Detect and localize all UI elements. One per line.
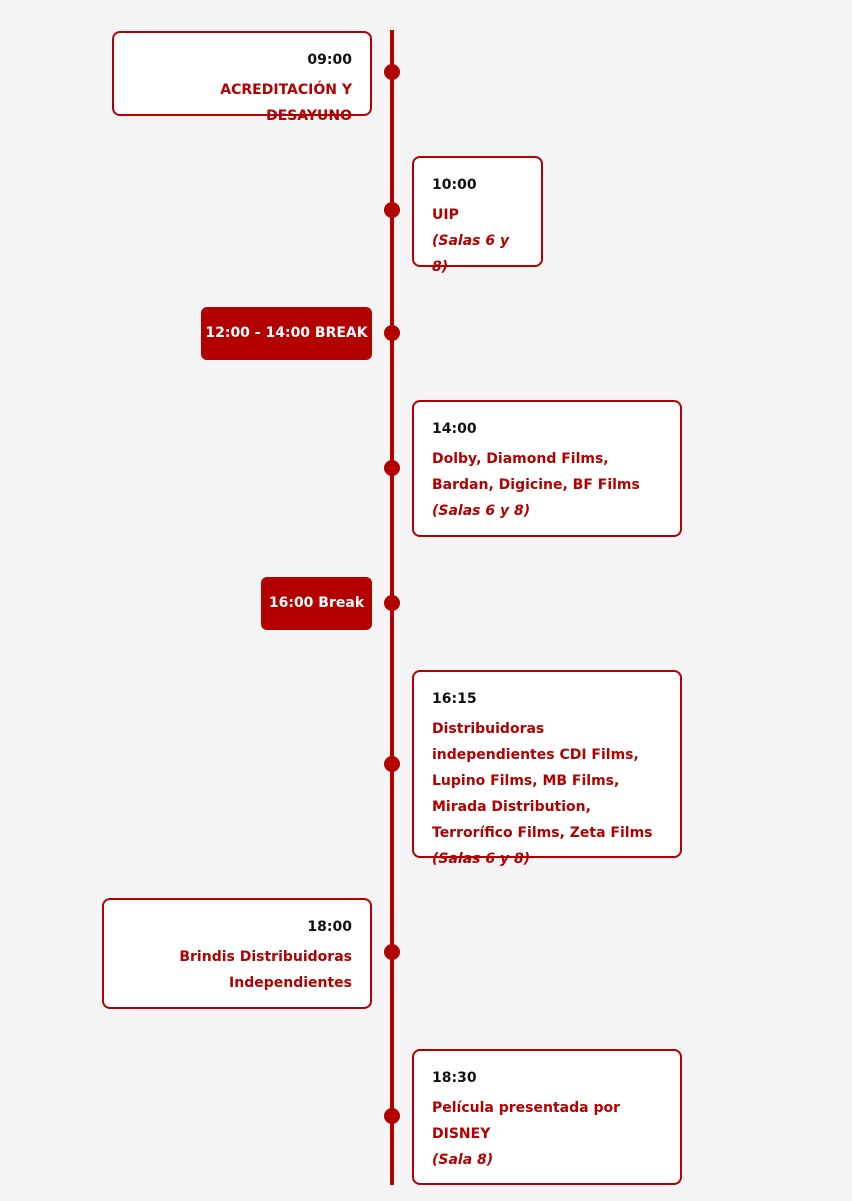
- event-time: 18:30: [432, 1070, 477, 1086]
- event-title: Dolby, Diamond Films, Bardan, Digicine, …: [432, 451, 640, 493]
- break-badge-1200: 12:00 - 14:00 BREAK: [201, 307, 372, 360]
- timeline-dot: [384, 325, 400, 341]
- event-time: 09:00: [307, 52, 352, 68]
- timeline-dot: [384, 756, 400, 772]
- timeline-dot: [384, 64, 400, 80]
- event-title: Distribuidoras independientes CDI Films,…: [432, 721, 653, 841]
- timeline-dot: [384, 202, 400, 218]
- event-card-0900: 09:00 ACREDITACIÓN Y DESAYUNO: [112, 31, 372, 124]
- event-card-1800: 18:00 Brindis Distribuidoras Independien…: [102, 898, 372, 1009]
- event-title: ACREDITACIÓN Y DESAYUNO: [220, 82, 352, 124]
- event-card-1400: 14:00 Dolby, Diamond Films, Bardan, Digi…: [412, 400, 682, 537]
- event-title: Brindis Distribuidoras Independientes: [179, 949, 352, 991]
- event-room-note: (Salas 6 y 8): [432, 851, 531, 867]
- event-card-1615: 16:15 Distribuidoras independientes CDI …: [412, 670, 682, 867]
- event-room-note: (Salas 6 y 8): [432, 503, 531, 519]
- event-time: 18:00: [307, 919, 352, 935]
- event-title: UIP: [432, 207, 459, 223]
- event-title: Película presentada por DISNEY: [432, 1100, 620, 1142]
- event-room-note: (Salas 6 y 8): [432, 233, 510, 275]
- timeline-dot: [384, 1108, 400, 1124]
- event-time: 16:15: [432, 691, 477, 707]
- break-badge-1600: 16:00 Break: [261, 577, 372, 630]
- timeline-dot: [384, 460, 400, 476]
- event-card-1000: 10:00 UIP (Salas 6 y 8): [412, 156, 543, 275]
- timeline-dot: [384, 944, 400, 960]
- event-room-note: (Sala 8): [432, 1152, 494, 1168]
- event-card-1830: 18:30 Película presentada por DISNEY (Sa…: [412, 1049, 682, 1185]
- event-time: 10:00: [432, 177, 477, 193]
- event-time: 14:00: [432, 421, 477, 437]
- timeline-dot: [384, 595, 400, 611]
